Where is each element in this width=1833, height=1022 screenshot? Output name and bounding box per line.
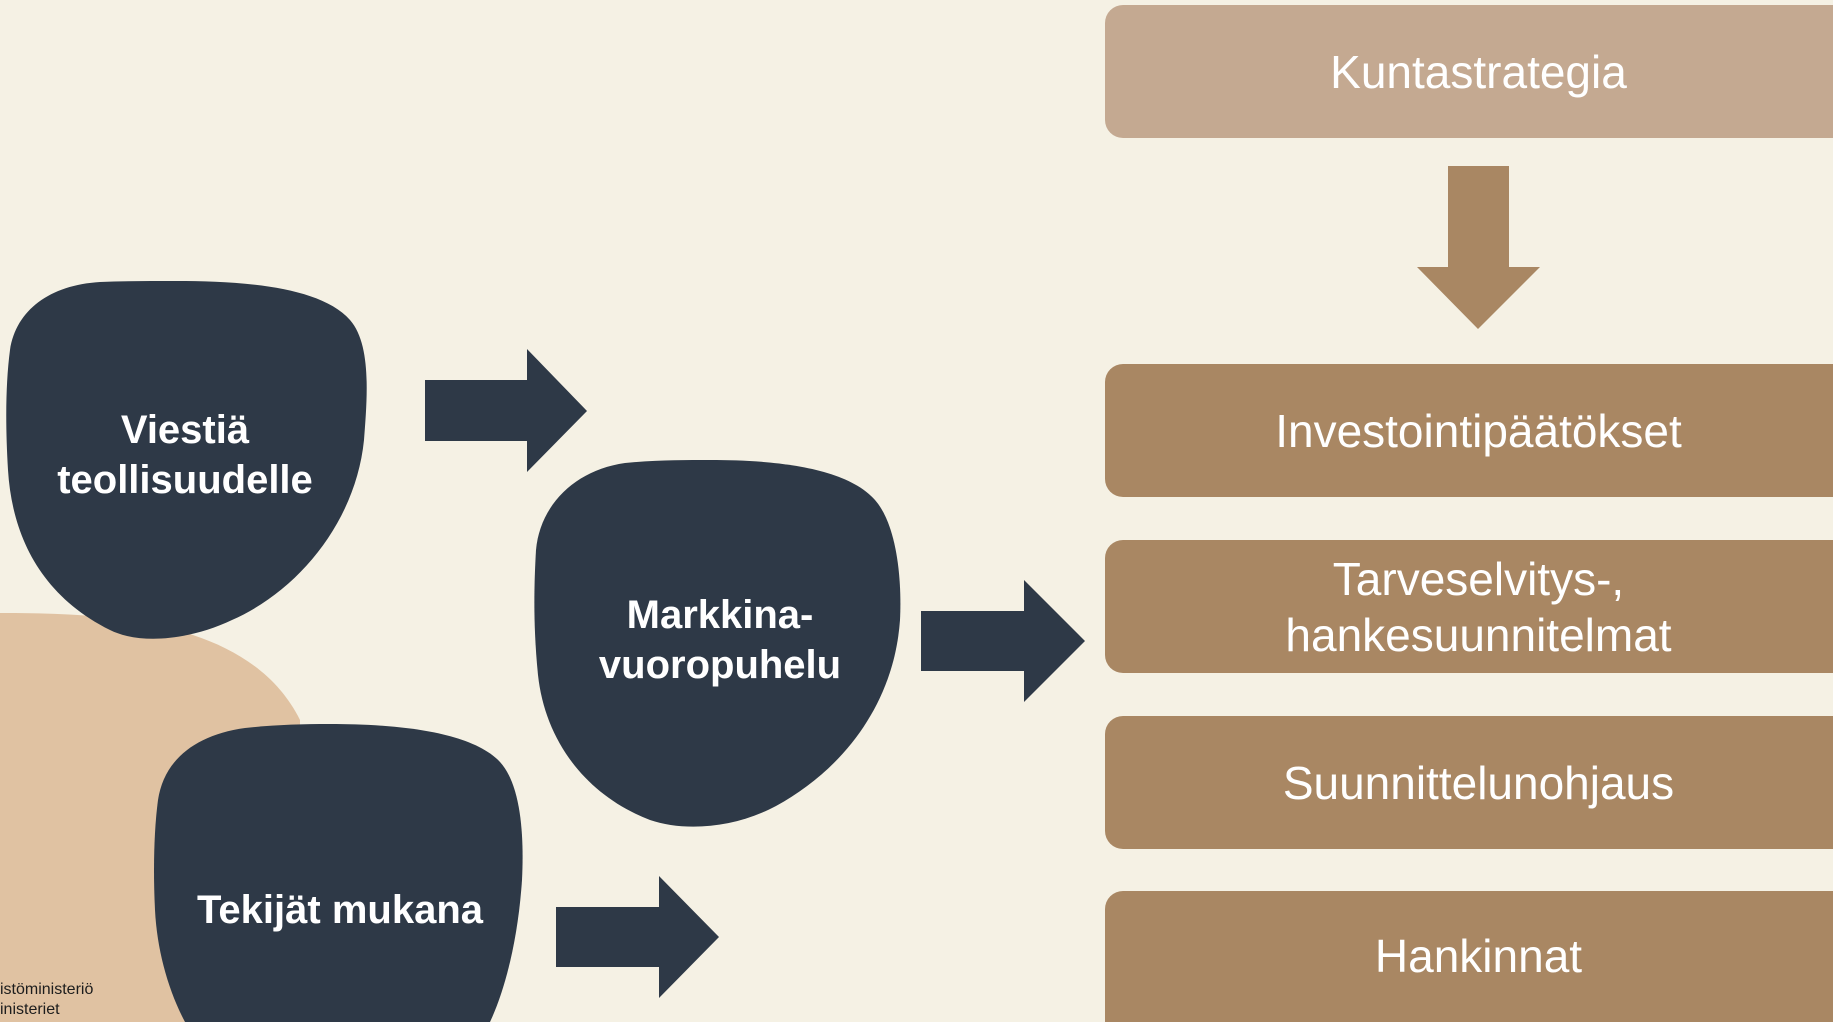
box-kuntastrategia: Kuntastrategia xyxy=(1105,5,1833,138)
node-shape-tekijat xyxy=(154,724,523,1022)
box-label-tarveselvitys: Tarveselvitys-, hankesuunnitelmat xyxy=(1285,552,1672,661)
box-investointipaatokset: Investointipäätökset xyxy=(1105,364,1833,497)
arrow-down xyxy=(1417,166,1540,329)
arrow-right-1 xyxy=(425,349,587,472)
box-label-suunnittelunohjaus: Suunnittelunohjaus xyxy=(1282,756,1675,809)
node-label-markkina: Markkina- vuoropuhelu xyxy=(598,593,842,687)
box-suunnittelunohjaus: Suunnittelunohjaus xyxy=(1105,716,1833,849)
box-hankinnat: Hankinnat xyxy=(1105,891,1833,1022)
box-label-kuntastrategia: Kuntastrategia xyxy=(1330,45,1627,98)
box-label-hankinnat: Hankinnat xyxy=(1374,930,1583,982)
arrow-right-2 xyxy=(921,580,1085,702)
node-shape-markkina xyxy=(534,460,901,827)
ministry-logo-text: istöministeriö inisteriet of the Environ… xyxy=(0,981,134,1022)
node-label-viestia: Viestiä teollisuudelle xyxy=(57,408,313,502)
box-label-investointipaatokset: Investointipäätökset xyxy=(1275,404,1682,457)
arrow-right-3 xyxy=(556,876,719,998)
node-label-tekijat: Tekijät mukana xyxy=(196,888,484,932)
node-shape-viestia xyxy=(6,281,367,639)
box-tarveselvitys: Tarveselvitys-, hankesuunnitelmat xyxy=(1105,540,1833,673)
